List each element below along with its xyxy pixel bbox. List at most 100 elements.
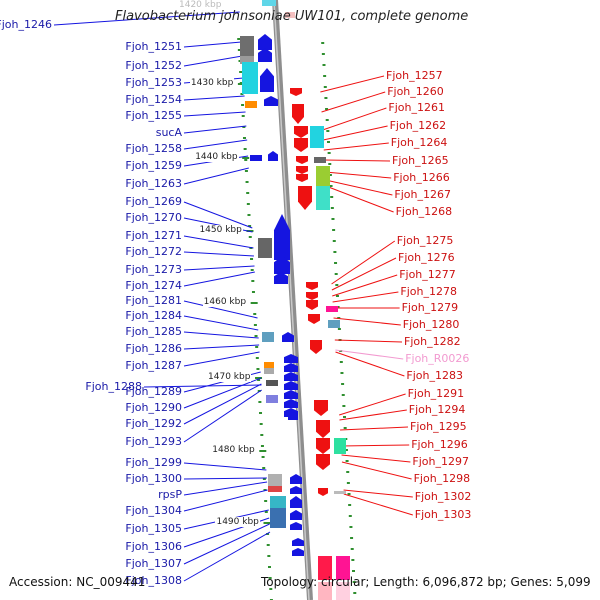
gene-feature-box[interactable] — [264, 368, 274, 374]
gene-label-left[interactable]: Fjoh_1253 — [125, 76, 182, 89]
gene-label-right[interactable]: Fjoh_1294 — [408, 403, 466, 416]
gene-label-left[interactable]: Fjoh_1259 — [125, 159, 182, 172]
forward-gene-arrow[interactable] — [258, 34, 272, 50]
gene-feature-box[interactable] — [268, 486, 282, 492]
gene-label-left[interactable]: Fjoh_1286 — [125, 342, 182, 355]
gene-feature-box[interactable] — [270, 508, 286, 518]
gene-feature-box[interactable] — [250, 155, 262, 161]
forward-gene-arrow[interactable] — [290, 474, 302, 484]
gene-label-left[interactable]: Fjoh_1284 — [125, 309, 182, 322]
gene-label-left[interactable]: Fjoh_1306 — [125, 540, 182, 553]
gene-feature-box[interactable] — [245, 101, 257, 108]
forward-gene-arrow[interactable] — [274, 256, 290, 274]
reverse-gene-arrow[interactable] — [314, 400, 328, 416]
gene-feature-box[interactable] — [240, 56, 254, 64]
forward-gene-arrow[interactable] — [290, 496, 302, 508]
gene-label-right[interactable]: Fjoh_1279 — [401, 301, 459, 314]
gene-label-left[interactable]: Fjoh_1308 — [125, 574, 182, 587]
reverse-gene-arrow[interactable] — [296, 174, 308, 182]
reverse-gene-arrow[interactable] — [306, 292, 318, 300]
gene-feature-box[interactable] — [326, 306, 338, 312]
gene-label-left[interactable]: rpsP — [158, 488, 182, 501]
reverse-gene-arrow[interactable] — [294, 138, 308, 152]
gene-label-right[interactable]: Fjoh_1303 — [414, 508, 472, 521]
gene-label-left[interactable]: Fjoh_1293 — [125, 435, 182, 448]
forward-gene-arrow[interactable] — [292, 548, 304, 556]
gene-label-left[interactable]: Fjoh_1272 — [125, 245, 182, 258]
gene-feature-box[interactable] — [266, 380, 278, 386]
reverse-gene-arrow[interactable] — [298, 186, 312, 210]
forward-gene-arrow[interactable] — [274, 272, 288, 284]
gene-feature-box[interactable] — [318, 582, 332, 600]
forward-gene-arrow[interactable] — [290, 510, 302, 520]
gene-label-left[interactable]: Fjoh_1271 — [125, 229, 182, 242]
forward-gene-arrow[interactable] — [284, 381, 298, 390]
gene-label-right[interactable]: Fjoh_1302 — [414, 490, 472, 503]
gene-feature-box[interactable] — [266, 395, 278, 403]
gene-feature-box[interactable] — [316, 186, 330, 210]
gene-label-right[interactable]: Fjoh_1295 — [410, 420, 467, 433]
reverse-gene-arrow[interactable] — [316, 420, 330, 438]
gene-label-left[interactable]: Fjoh_1307 — [125, 557, 182, 570]
gene-label-right[interactable]: Fjoh_1297 — [412, 455, 469, 468]
forward-gene-arrow[interactable] — [264, 96, 278, 106]
gene-feature-box[interactable] — [310, 126, 324, 148]
gene-label-right[interactable]: Fjoh_1262 — [389, 119, 447, 132]
gene-feature-box[interactable] — [240, 36, 254, 56]
reverse-gene-arrow[interactable] — [296, 166, 308, 174]
gene-label-left[interactable]: sucA — [155, 126, 182, 139]
gene-feature-box[interactable] — [242, 62, 258, 94]
forward-gene-arrow[interactable] — [284, 363, 298, 372]
forward-gene-arrow[interactable] — [274, 214, 290, 260]
gene-label-left[interactable]: Fjoh_1246 — [0, 18, 52, 31]
gene-feature-box[interactable] — [318, 556, 332, 580]
forward-gene-arrow[interactable] — [290, 486, 302, 494]
reverse-gene-arrow[interactable] — [308, 314, 320, 324]
gene-label-left[interactable]: Fjoh_1285 — [125, 325, 182, 338]
gene-label-right[interactable]: Fjoh_1277 — [399, 268, 456, 281]
gene-label-left[interactable]: Fjoh_1288 — [85, 380, 142, 393]
gene-label-left[interactable]: Fjoh_1269 — [125, 195, 182, 208]
forward-gene-arrow[interactable] — [258, 48, 272, 62]
reverse-gene-arrow[interactable] — [316, 438, 330, 454]
gene-feature-box[interactable] — [334, 491, 346, 494]
gene-label-right[interactable]: Fjoh_1261 — [388, 101, 445, 114]
gene-label-left[interactable]: Fjoh_1281 — [125, 294, 182, 307]
forward-gene-arrow[interactable] — [284, 390, 298, 399]
gene-label-right[interactable]: Fjoh_1280 — [402, 318, 460, 331]
gene-feature-box[interactable] — [334, 438, 346, 454]
gene-label-left[interactable]: Fjoh_1299 — [125, 456, 182, 469]
gene-label-right[interactable]: Fjoh_1266 — [393, 171, 450, 184]
gene-label-left[interactable]: Fjoh_1270 — [125, 211, 182, 224]
gene-label-left[interactable]: Fjoh_1273 — [125, 263, 182, 276]
gene-feature-box[interactable] — [262, 332, 274, 342]
gene-label-right[interactable]: Fjoh_1275 — [396, 234, 454, 247]
gene-label-right[interactable]: Fjoh_1265 — [392, 154, 449, 167]
forward-gene-arrow[interactable] — [288, 412, 298, 420]
reverse-gene-arrow[interactable] — [296, 156, 308, 164]
forward-gene-arrow[interactable] — [268, 151, 278, 161]
gene-label-left[interactable]: Fjoh_1263 — [125, 177, 182, 190]
reverse-gene-arrow[interactable] — [306, 300, 318, 310]
reverse-gene-arrow[interactable] — [294, 126, 308, 138]
gene-feature-box[interactable] — [258, 238, 272, 258]
gene-feature-box[interactable] — [270, 496, 286, 508]
gene-label-left[interactable]: Fjoh_1305 — [125, 522, 182, 535]
rna-label-right[interactable]: Fjoh_R0026 — [405, 352, 470, 365]
gene-label-right[interactable]: Fjoh_1267 — [394, 188, 451, 201]
forward-gene-arrow[interactable] — [284, 399, 298, 408]
reverse-gene-arrow[interactable] — [310, 340, 322, 354]
gene-label-left[interactable]: Fjoh_1251 — [125, 40, 182, 53]
gene-label-right[interactable]: Fjoh_1268 — [395, 205, 453, 218]
gene-feature-box[interactable] — [316, 166, 330, 186]
gene-feature-box[interactable] — [328, 320, 340, 328]
gene-label-left[interactable]: Fjoh_1292 — [125, 417, 182, 430]
gene-label-right[interactable]: Fjoh_1257 — [386, 69, 443, 82]
reverse-gene-arrow[interactable] — [316, 454, 330, 470]
gene-label-left[interactable]: Fjoh_1304 — [125, 504, 182, 517]
forward-gene-arrow[interactable] — [284, 372, 298, 381]
gene-feature-box[interactable] — [264, 362, 274, 368]
forward-gene-arrow[interactable] — [290, 522, 302, 530]
reverse-gene-arrow[interactable] — [306, 282, 318, 290]
gene-feature-box[interactable] — [270, 518, 286, 528]
